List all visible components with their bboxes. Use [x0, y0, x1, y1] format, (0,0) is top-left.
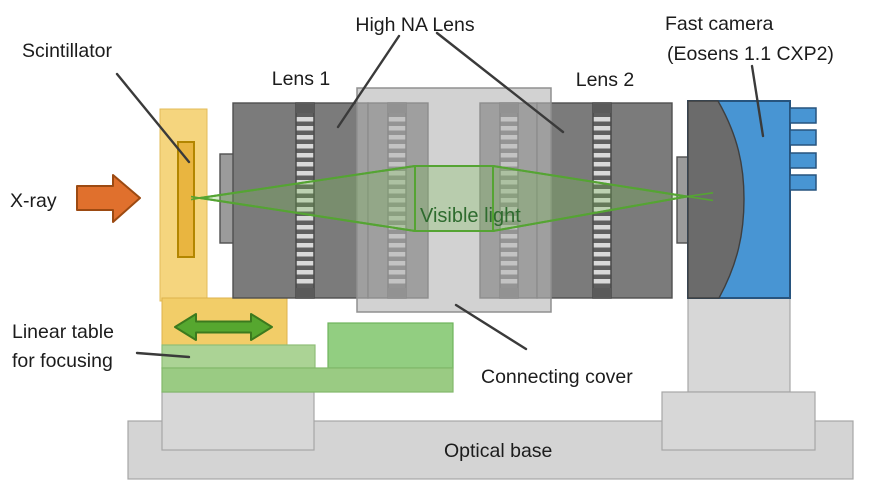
scintillator-leader-line: [115, 72, 191, 164]
strip-bottom-cap: [296, 288, 314, 298]
linear-table-block-right: [327, 322, 454, 369]
linear-table-label-line2: for focusing: [12, 350, 113, 372]
xray-label: X-ray: [10, 190, 57, 212]
optical-base-label: Optical base: [444, 440, 552, 462]
fast-camera-label-line2: (Eosens 1.1 CXP2): [667, 43, 834, 65]
lens2-label: Lens 2: [576, 69, 635, 91]
linear-table-rail-lower: [161, 367, 454, 393]
visible-light-beam: [190, 165, 714, 232]
strip-bottom-cap: [593, 288, 611, 298]
linear-table-leader-line: [135, 351, 191, 359]
aperture-strip-1: [295, 102, 315, 299]
beam-crossing-right-a: [686, 192, 714, 198]
connecting-cover-leader-line: [454, 303, 528, 351]
camera-lens-mount: [687, 100, 745, 299]
aperture-strip-4: [592, 102, 612, 299]
focus-direction-arrow: [174, 313, 273, 341]
camera-connector-fin-3: [789, 152, 817, 169]
table-support-block: [161, 391, 315, 451]
camera-pedestal-foot: [661, 391, 816, 451]
strip-top-cap: [593, 103, 611, 113]
linear-table-label-line1: Linear table: [12, 321, 114, 343]
camera-connector-fin-2: [789, 129, 817, 146]
beam-crossing-right-b: [686, 195, 714, 202]
high-na-leader-line-1: [336, 34, 401, 129]
camera-connector-fin-4: [789, 174, 817, 191]
camera-pedestal-column: [687, 297, 791, 393]
fast-camera-label-line1: Fast camera: [665, 13, 774, 35]
strip-top-cap: [296, 103, 314, 113]
beam-crossing-left-b: [190, 197, 201, 201]
visible-light-label: Visible light: [420, 205, 521, 227]
high-na-lens-label: High NA Lens: [355, 14, 474, 36]
xray-arrow: [76, 174, 141, 223]
camera-connector-fin-1: [789, 107, 817, 124]
high-na-leader-line-2: [435, 31, 565, 134]
lens1-label: Lens 1: [272, 68, 331, 90]
fast-camera-leader-line: [750, 64, 765, 138]
scintillator-label: Scintillator: [22, 40, 112, 62]
connecting-cover: [356, 87, 552, 313]
connecting-cover-label: Connecting cover: [481, 366, 633, 388]
